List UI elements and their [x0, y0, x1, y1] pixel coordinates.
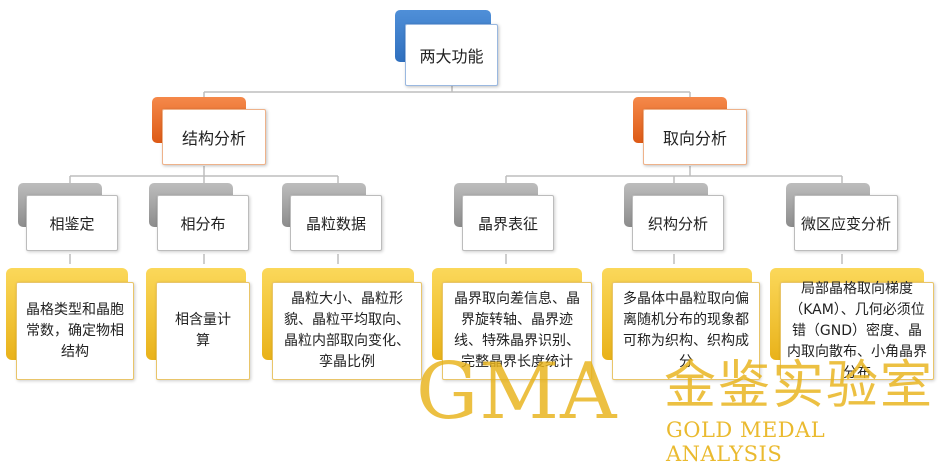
- sub-texture-analysis: 织构分析: [624, 183, 726, 253]
- sub-phase-identification: 相鉴定: [18, 183, 120, 253]
- sub-label: 织构分析: [632, 195, 724, 251]
- sub-label: 微区应变分析: [794, 195, 898, 251]
- detail-text: 晶格类型和晶胞常数，确定物相结构: [16, 282, 134, 380]
- detail-grain-data: 晶粒大小、晶粒形貌、晶粒平均取向、晶粒内部取向变化、孪晶比例: [262, 268, 422, 386]
- detail-text: 相含量计算: [156, 282, 250, 380]
- branch-label: 结构分析: [162, 109, 266, 165]
- detail-grain-boundary: 晶界取向差信息、晶界旋转轴、晶界迹线、特殊晶界识别、完整晶界长度统计: [432, 268, 592, 386]
- branch-label: 取向分析: [643, 109, 747, 165]
- detail-texture-analysis: 多晶体中晶粒取向偏离随机分布的现象都可称为织构、织构成分: [602, 268, 762, 386]
- sub-label: 相鉴定: [26, 195, 118, 251]
- sub-grain-data: 晶粒数据: [282, 183, 384, 253]
- sub-phase-distribution: 相分布: [149, 183, 251, 253]
- sub-grain-boundary: 晶界表征: [454, 183, 556, 253]
- branch-orientation-analysis: 取向分析: [633, 97, 749, 169]
- branch-structure-analysis: 结构分析: [152, 97, 268, 169]
- connector-root-branches: [203, 80, 691, 106]
- connector-subs-details: [69, 254, 843, 264]
- detail-phase-identification: 晶格类型和晶胞常数，确定物相结构: [6, 268, 134, 386]
- hierarchy-diagram: 两大功能 结构分析 取向分析 相鉴定 相分布 晶粒数据 晶界表征 织构分析 微区…: [6, 10, 936, 386]
- sub-label: 晶界表征: [462, 195, 554, 251]
- sub-label: 相分布: [157, 195, 249, 251]
- root-label: 两大功能: [405, 24, 498, 86]
- sub-label: 晶粒数据: [290, 195, 382, 251]
- sub-micro-strain: 微区应变分析: [786, 183, 898, 253]
- detail-text: 晶粒大小、晶粒形貌、晶粒平均取向、晶粒内部取向变化、孪晶比例: [272, 282, 422, 380]
- detail-phase-distribution: 相含量计算: [146, 268, 256, 386]
- detail-text: 多晶体中晶粒取向偏离随机分布的现象都可称为织构、织构成分: [612, 282, 760, 380]
- connector-lines: [69, 80, 843, 264]
- connector-branch2-subs: [505, 166, 843, 188]
- detail-micro-strain: 局部晶格取向梯度（KAM）、几何必须位错（GND）密度、晶内取向散布、小角晶界分…: [770, 268, 936, 386]
- root-node: 两大功能: [395, 10, 505, 90]
- connector-branch1-subs: [69, 166, 339, 188]
- detail-text: 晶界取向差信息、晶界旋转轴、晶界迹线、特殊晶界识别、完整晶界长度统计: [442, 282, 592, 380]
- detail-text: 局部晶格取向梯度（KAM）、几何必须位错（GND）密度、晶内取向散布、小角晶界分…: [780, 281, 934, 381]
